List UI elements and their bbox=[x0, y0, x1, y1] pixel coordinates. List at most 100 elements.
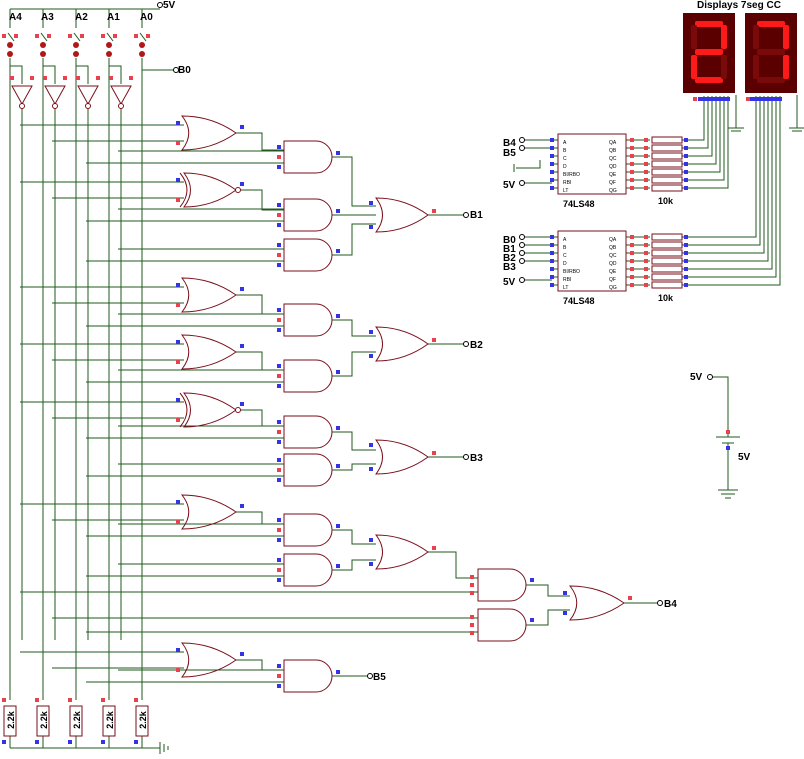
wire bbox=[682, 96, 761, 246]
switch-contact bbox=[139, 42, 145, 48]
wire bbox=[73, 32, 81, 42]
pin-marker-red bbox=[630, 170, 634, 174]
pin-marker-blue bbox=[277, 558, 281, 562]
pin-marker-blue bbox=[550, 170, 554, 174]
pin-marker-red bbox=[630, 267, 634, 271]
pull-resistor bbox=[651, 176, 683, 184]
pin-marker-red bbox=[109, 76, 113, 80]
pin-marker-blue bbox=[684, 251, 688, 255]
pin-marker-blue bbox=[369, 562, 373, 566]
terminal-node bbox=[463, 341, 469, 347]
pin-marker-red bbox=[277, 318, 281, 322]
pin-marker-red bbox=[644, 275, 648, 279]
pull-resistor bbox=[651, 265, 683, 273]
pull-resistor bbox=[651, 241, 683, 249]
pin-marker-blue bbox=[176, 283, 180, 287]
decoder2-input-b3: B3 bbox=[503, 262, 516, 273]
decoder1-vcc: 5V bbox=[503, 180, 516, 191]
decoder1-pull: 10k bbox=[658, 196, 674, 206]
terminal-node bbox=[519, 137, 525, 143]
pin-marker-red bbox=[630, 154, 634, 158]
resistor-label-a0: 2.2k bbox=[137, 711, 148, 729]
pin-marker-blue bbox=[277, 440, 281, 444]
and-gate bbox=[283, 553, 333, 587]
pin-marker-blue bbox=[726, 446, 730, 450]
resistor-label-a4: 2.2k bbox=[5, 711, 16, 729]
pin-marker-blue bbox=[550, 178, 554, 182]
pin-marker-blue bbox=[277, 203, 281, 207]
pin-marker-red bbox=[644, 138, 648, 142]
pin-marker-blue bbox=[240, 344, 244, 348]
wire bbox=[682, 96, 781, 286]
resistor-label-a3: 2.2k bbox=[38, 711, 49, 729]
pin-marker-red bbox=[628, 596, 632, 600]
segment-f bbox=[753, 25, 759, 49]
wire bbox=[526, 609, 570, 626]
wire bbox=[240, 409, 284, 427]
wire bbox=[682, 96, 725, 181]
pull-resistor bbox=[651, 144, 683, 152]
pin-marker-red bbox=[80, 34, 84, 38]
output-label-b0: B0 bbox=[178, 65, 191, 76]
parts bbox=[3, 2, 797, 737]
pin-marker-blue bbox=[240, 504, 244, 508]
pin-marker-red bbox=[470, 615, 474, 619]
pin-marker-red bbox=[76, 76, 80, 80]
wires bbox=[7, 8, 804, 754]
pin-marker-blue bbox=[702, 97, 706, 101]
wire bbox=[40, 32, 48, 42]
pin-marker-red bbox=[134, 698, 138, 702]
inversion-bubble bbox=[85, 103, 91, 109]
pin-marker-blue bbox=[35, 740, 39, 744]
pin-marker-blue bbox=[563, 611, 567, 615]
and-gate bbox=[283, 140, 333, 174]
pin-marker-red bbox=[630, 251, 634, 255]
or-gate bbox=[374, 326, 429, 362]
battery-value-label: 5V bbox=[738, 452, 751, 463]
pin-marker-red bbox=[113, 34, 117, 38]
inversion-bubble bbox=[235, 187, 241, 193]
pin-marker-blue bbox=[369, 354, 373, 358]
pin-marker-red bbox=[176, 303, 180, 307]
pin-marker-red bbox=[277, 430, 281, 434]
segment-d bbox=[695, 77, 723, 83]
wire bbox=[332, 431, 376, 451]
pin-marker-red bbox=[96, 76, 100, 80]
segment-e bbox=[753, 55, 759, 79]
terminal-node bbox=[519, 234, 525, 240]
wire bbox=[516, 160, 541, 169]
segment-a bbox=[757, 21, 785, 27]
terminal-node bbox=[519, 250, 525, 256]
pin-marker-blue bbox=[684, 186, 688, 190]
pin-marker-blue bbox=[240, 402, 244, 406]
switch-contact bbox=[106, 51, 112, 57]
pull-resistor bbox=[651, 257, 683, 265]
pin-marker-blue bbox=[754, 97, 758, 101]
and-gate bbox=[283, 359, 333, 393]
pin-marker-red bbox=[630, 243, 634, 247]
pin-marker-blue bbox=[706, 97, 710, 101]
terminal-node bbox=[157, 2, 163, 8]
pin-marker-red bbox=[14, 34, 18, 38]
pin-marker-blue bbox=[698, 97, 702, 101]
pin-marker-red bbox=[470, 583, 474, 587]
decoder1-part: 74LS48 bbox=[563, 199, 595, 209]
terminal-node bbox=[519, 277, 525, 283]
pin-marker-blue bbox=[336, 370, 340, 374]
pin-marker-red bbox=[644, 243, 648, 247]
pin-marker-red bbox=[726, 430, 730, 434]
segment-g bbox=[695, 49, 723, 55]
pin-marker-red bbox=[277, 468, 281, 472]
pin-marker-blue bbox=[336, 426, 340, 430]
pin-marker-red bbox=[2, 34, 6, 38]
pull-resistor bbox=[651, 249, 683, 257]
inversion-bubble bbox=[19, 103, 25, 109]
switch-label-a1: A1 bbox=[107, 12, 120, 23]
pin-marker-red bbox=[644, 162, 648, 166]
pin-marker-blue bbox=[684, 170, 688, 174]
pin-marker-red bbox=[432, 451, 436, 455]
wire bbox=[236, 294, 284, 315]
wire bbox=[139, 32, 147, 42]
